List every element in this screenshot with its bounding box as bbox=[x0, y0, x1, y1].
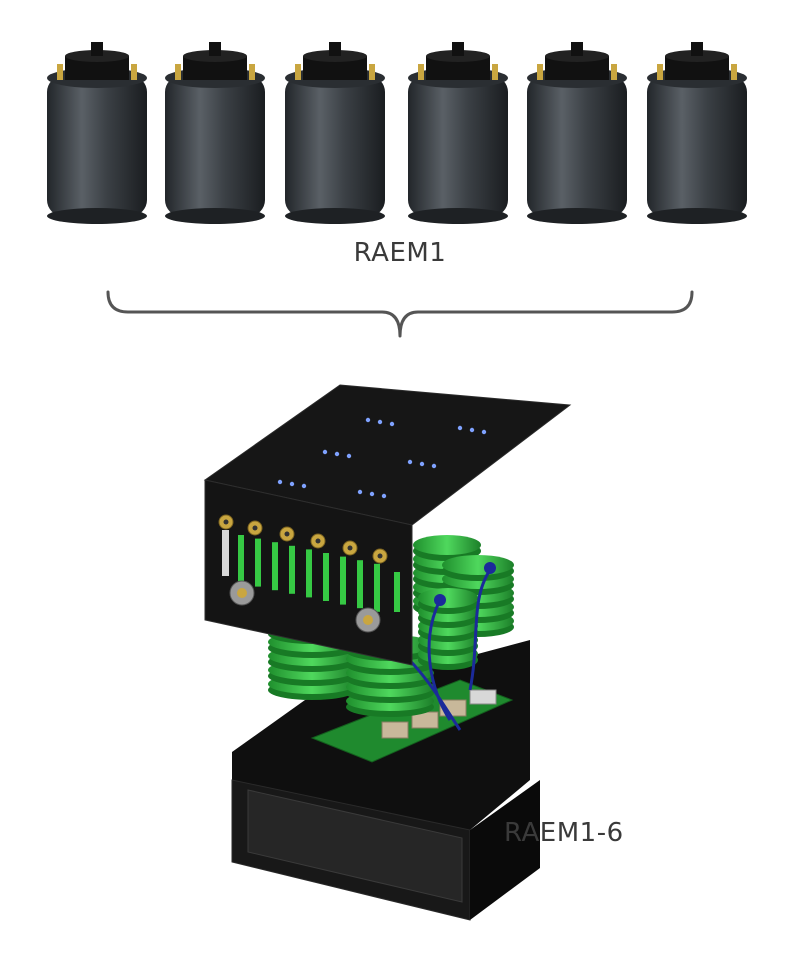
sma-connector bbox=[372, 548, 388, 564]
enclosure-inner-channel bbox=[247, 789, 463, 903]
indicator-dot bbox=[377, 419, 383, 425]
cylinder-module bbox=[285, 42, 385, 224]
panel-slot bbox=[323, 553, 329, 601]
cylinder-module bbox=[47, 42, 147, 224]
panel-slots bbox=[222, 530, 400, 612]
panel-sma-connectors bbox=[218, 514, 388, 564]
panel-slot bbox=[272, 542, 278, 591]
assembly-illustration bbox=[203, 384, 572, 921]
cylinder-module bbox=[408, 42, 508, 224]
sma-connector bbox=[218, 514, 234, 530]
indicator-dot bbox=[469, 427, 475, 433]
indicator-dot bbox=[322, 449, 328, 455]
panel-slot bbox=[289, 545, 295, 594]
cylinder-row bbox=[47, 42, 747, 224]
plate-indicators bbox=[277, 417, 487, 499]
panel-slot bbox=[238, 535, 244, 583]
indicator-dot bbox=[481, 429, 487, 435]
indicator-dot bbox=[365, 417, 371, 423]
module-label-top: RAEM1 bbox=[353, 238, 447, 268]
panel-bnc-connectors bbox=[229, 580, 381, 633]
panel-slot bbox=[357, 560, 363, 609]
indicator-dot bbox=[357, 489, 363, 495]
module-label-bottom: RAEM1-6 bbox=[504, 818, 624, 848]
sma-connector bbox=[247, 520, 263, 536]
connector-blocks bbox=[381, 689, 497, 739]
indicator-dot bbox=[346, 453, 352, 459]
coil-stack bbox=[418, 588, 478, 670]
sma-connector bbox=[310, 533, 326, 549]
grouping-brace bbox=[106, 290, 694, 338]
indicator-dot bbox=[334, 451, 340, 457]
indicator-dot bbox=[381, 493, 387, 499]
panel-slot bbox=[340, 556, 346, 605]
cylinder-module bbox=[165, 42, 265, 224]
indicator-dot bbox=[369, 491, 375, 497]
indicator-dot bbox=[419, 461, 425, 467]
indicator-dot bbox=[277, 479, 283, 485]
indicator-dot bbox=[389, 421, 395, 427]
indicator-dot bbox=[431, 463, 437, 469]
sma-connector bbox=[342, 540, 358, 556]
panel-slot bbox=[306, 549, 312, 598]
enclosure-side bbox=[470, 780, 540, 920]
sma-connector bbox=[279, 526, 295, 542]
indicator-dot bbox=[289, 481, 295, 487]
cylinder-module bbox=[527, 42, 627, 224]
indicator-dot bbox=[301, 483, 307, 489]
cylinder-module bbox=[647, 42, 747, 224]
indicator-dot bbox=[457, 425, 463, 431]
indicator-dot bbox=[407, 459, 413, 465]
panel-slot bbox=[255, 538, 261, 587]
panel-slot bbox=[374, 563, 380, 612]
